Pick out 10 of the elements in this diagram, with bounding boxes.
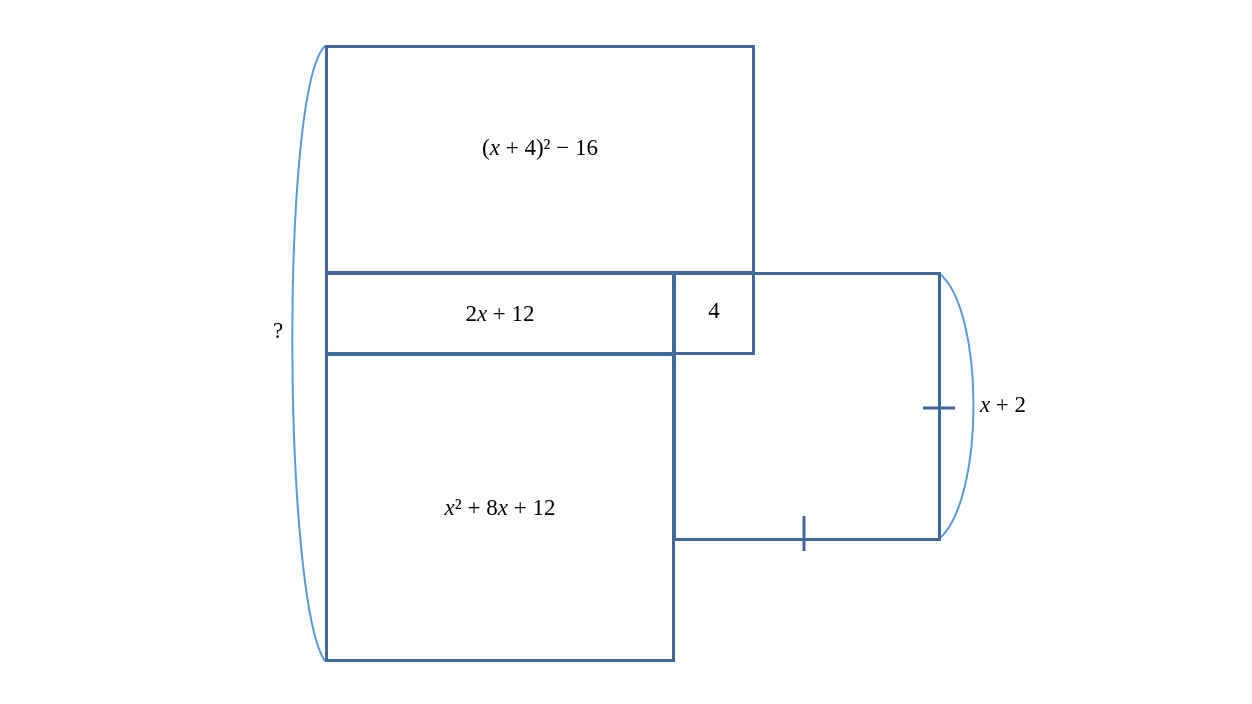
expression-label: 2x + 12 [465,300,535,327]
area-rectangle [325,353,675,662]
area-rectangle [325,272,675,355]
expression-label: 4 [708,297,720,324]
expression-label: x² + 8x + 12 [444,494,556,521]
area-rectangle [325,45,755,274]
square [673,272,941,541]
dimension-label: x + 2 [979,392,1027,418]
dimension-label: ? [272,318,284,344]
expression-label: (x + 4)² − 16 [482,134,598,161]
